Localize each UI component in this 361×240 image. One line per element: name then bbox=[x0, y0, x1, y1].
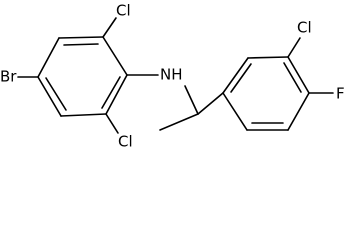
bond-cl-top bbox=[102, 17, 117, 38]
right-ring bbox=[222, 56, 310, 131]
atom-label-cl-right: Cl bbox=[297, 19, 312, 37]
bond-n-ch bbox=[184, 85, 199, 115]
bond bbox=[60, 113, 107, 117]
bond bbox=[102, 36, 128, 76]
bond bbox=[37, 37, 60, 78]
bond bbox=[222, 92, 248, 131]
bond bbox=[105, 74, 128, 115]
bond-methyl bbox=[159, 113, 199, 131]
bond bbox=[222, 57, 249, 94]
atom-label-cl-top: Cl bbox=[116, 2, 131, 20]
double-bond-inner bbox=[230, 63, 252, 93]
atom-label-br: Br bbox=[0, 68, 17, 86]
double-bond-inner bbox=[45, 77, 67, 111]
bond bbox=[247, 56, 289, 59]
bond-cl-bottom bbox=[105, 113, 119, 134]
atom-label-f: F bbox=[336, 85, 345, 103]
atom-label-cl-bottom: Cl bbox=[118, 133, 133, 151]
bond bbox=[287, 56, 310, 94]
atom-label-nh: NH bbox=[160, 66, 183, 84]
double-bond-inner bbox=[101, 76, 121, 109]
molecule-structure: Br Cl Cl NH Cl F bbox=[0, 2, 345, 151]
bond bbox=[37, 76, 62, 117]
bond bbox=[58, 36, 104, 39]
bond-cl-right bbox=[287, 37, 301, 58]
left-ring bbox=[37, 36, 128, 117]
bond bbox=[287, 92, 310, 131]
double-bond-inner bbox=[63, 43, 99, 46]
bond-ch-ring bbox=[197, 92, 224, 115]
double-bond-inner bbox=[283, 62, 302, 93]
